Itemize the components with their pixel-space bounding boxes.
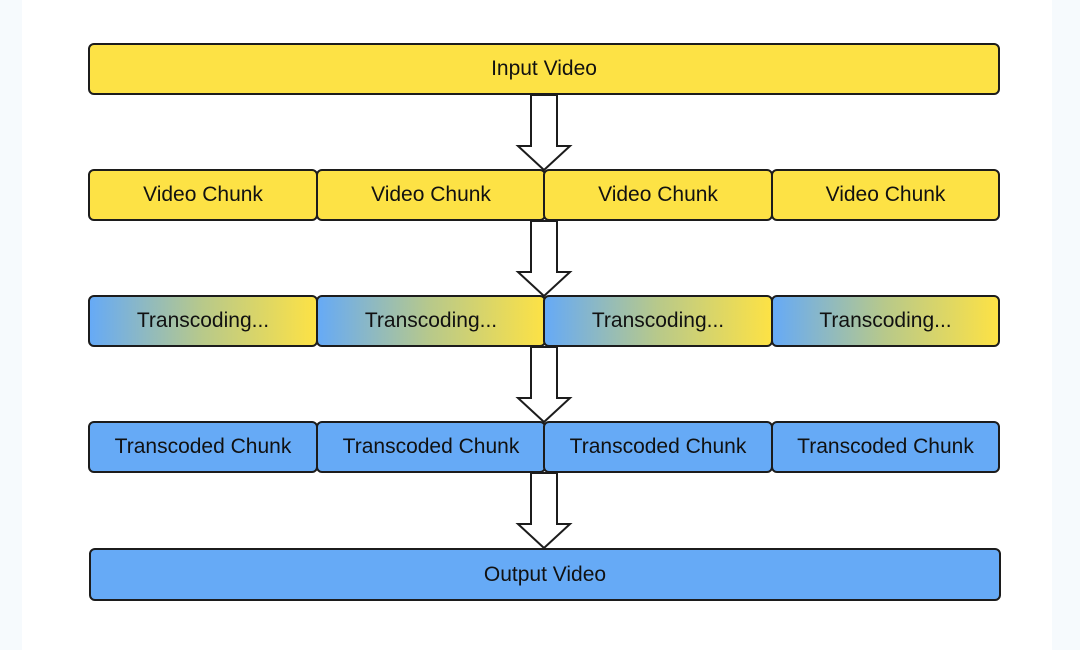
transcoded-chunk-label: Transcoded Chunk [342, 435, 520, 458]
video-chunk-box: Video Chunk [316, 169, 546, 221]
transcoding-label: Transcoding... [364, 309, 498, 332]
transcoded-chunk-box: Transcoded Chunk [316, 421, 546, 473]
transcoded-chunk-label: Transcoded Chunk [569, 435, 747, 458]
transcoded-chunk-box: Transcoded Chunk [771, 421, 1000, 473]
video-chunk-label: Video Chunk [371, 183, 491, 206]
video-chunk-box: Video Chunk [88, 169, 318, 221]
video-chunk-box: Video Chunk [543, 169, 773, 221]
transcoding-box: Transcoding... [771, 295, 1000, 347]
transcoding-label: Transcoding... [591, 309, 725, 332]
transcoded-chunk-label: Transcoded Chunk [797, 435, 974, 458]
video-chunk-label: Video Chunk [143, 183, 263, 206]
transcoding-label: Transcoding... [136, 309, 270, 332]
transcoding-label: Transcoding... [819, 309, 952, 332]
video-chunk-label: Video Chunk [598, 183, 718, 206]
transcoding-box: Transcoding... [543, 295, 773, 347]
video-chunk-box: Video Chunk [771, 169, 1000, 221]
video-chunk-label: Video Chunk [825, 183, 946, 206]
transcoding-box: Transcoding... [88, 295, 318, 347]
input-video-label: Input Video [491, 57, 597, 80]
transcoding-box: Transcoding... [316, 295, 546, 347]
input-video-box: Input Video [88, 43, 1000, 95]
output-video-label: Output Video [483, 562, 607, 586]
transcoded-chunk-box: Transcoded Chunk [543, 421, 773, 473]
transcoded-chunk-box: Transcoded Chunk [88, 421, 318, 473]
output-video-box: Output Video [89, 548, 1001, 601]
transcoded-chunk-label: Transcoded Chunk [114, 435, 292, 458]
